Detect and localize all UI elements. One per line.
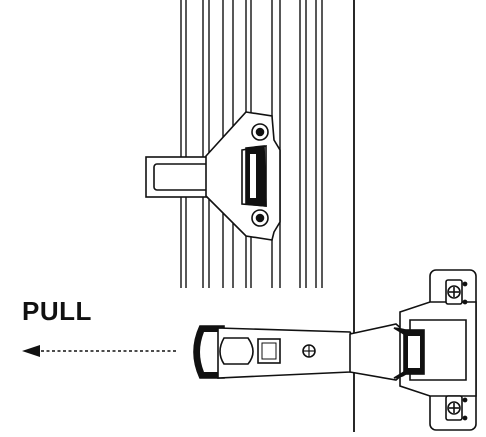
pull-arrow-icon	[22, 345, 176, 357]
mounting-plate-icon	[145, 111, 281, 241]
pull-label: PULL	[22, 296, 92, 326]
cup-screw-top-icon	[445, 279, 468, 305]
cup-screw-bottom-icon	[445, 395, 468, 421]
hinge-arm-icon	[193, 323, 411, 381]
hinge-cup-icon	[393, 269, 477, 431]
